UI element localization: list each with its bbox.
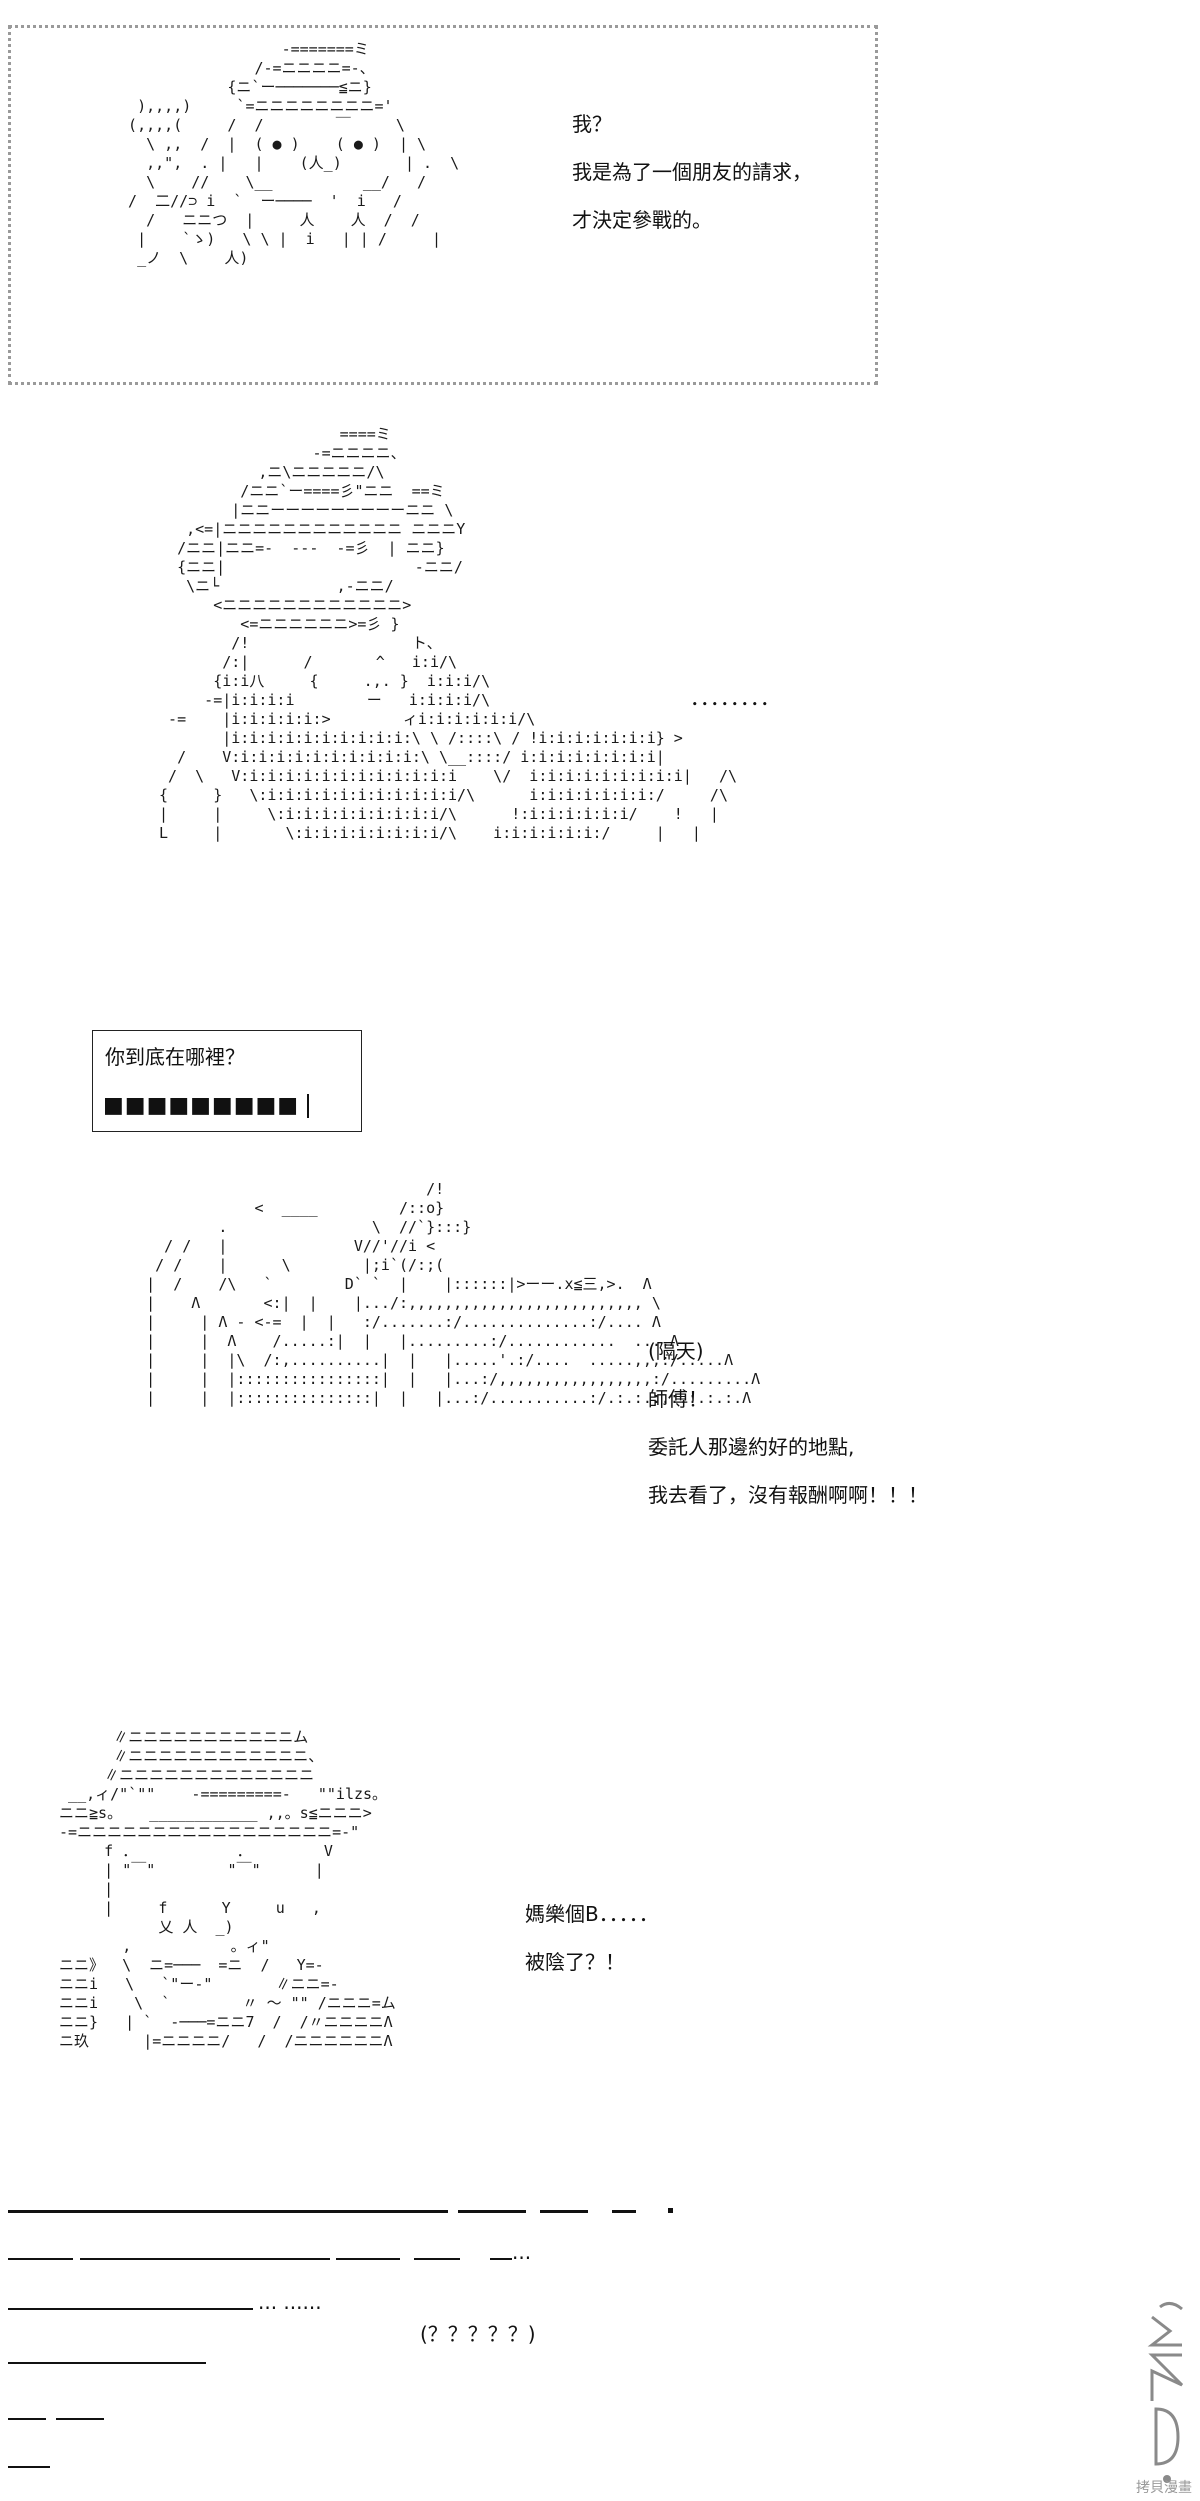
dash-line [612,2210,636,2213]
dash-line [8,2210,448,2213]
dash-line [668,2208,673,2213]
dash-line [458,2210,526,2213]
dialog-line: 委託人那邊約好的地點, [648,1435,855,1459]
dialog-line: (隔天) [648,1339,704,1363]
dash-line [490,2258,512,2260]
dash-line [8,2362,206,2364]
dash-line [540,2210,588,2213]
panel-5-dialog: 媽樂個B．．．．． 被陰了？！ [525,1898,659,1994]
panel-2-ellipsis: ．．．．．．．． [690,686,780,710]
dash-line [8,2418,46,2420]
footer-site-label: 拷貝漫畫 [1136,2480,1192,2496]
dmzj-logo-icon [1147,2302,1184,2483]
dialog-line: 我去看了，沒有報酬啊啊！！！ [648,1483,928,1507]
panel-4-dialog: (隔天) 師傅！ 委託人那邊約好的地點, 我去看了，沒有報酬啊啊！！！ [648,1335,928,1527]
panel-1-ascii-art: -=======ミ /-=ニニニニ=-、 {ニ`ー───────≦ニ} ),,,… [128,40,460,267]
tail-dots-1: ... [512,2240,532,2264]
dialog-line: 我是為了一個朋友的請求， [572,160,812,184]
dialog-line: 媽樂個B．．．．． [525,1902,659,1926]
input-prompt: 你到底在哪裡？ [105,1045,245,1069]
dialog-line: 我？ [572,112,612,136]
dialog-line: 才決定參戰的。 [572,208,712,232]
dash-line [8,2308,253,2310]
panel-3-input-box: 你到底在哪裡？ ■■■■■■■■■ [92,1030,362,1132]
dialog-line: 師傅！ [648,1387,708,1411]
dialog-line: 被陰了？！ [525,1950,625,1974]
panel-2-ascii-art: ====ミ -=ニニニニ、 ,ニ\ニニニニニ/\ /ニニ`ー====彡"ニニ =… [159,425,737,842]
panel-4-ascii-art: /! < ____ /::o} . \ //`}:::} / / | V//'/… [146,1180,761,1407]
panel-5-ascii-art: ∥ニニニニニニニニニニニム ∥ニニニニニニニニニニニニ、 ∥ニニニニニニニニニニ… [59,1728,396,2050]
input-blocks-text: ■■■■■■■■■ [103,1093,300,1118]
input-blocks: ■■■■■■■■■ [103,1093,310,1118]
dash-line [336,2258,400,2260]
dash-line [8,2466,50,2468]
caret-icon [307,1094,310,1118]
dash-line [56,2418,104,2420]
panel-1-frame [8,25,878,385]
dash-line [8,2258,73,2260]
tail-dots-2: ... ...... [258,2290,322,2314]
panel-1-dialog: 我？ 我是為了一個朋友的請求， 才決定參戰的。 [572,108,812,252]
tail-question: (？？？？？) [420,2322,536,2346]
dash-line [80,2258,330,2260]
dash-line [414,2258,460,2260]
